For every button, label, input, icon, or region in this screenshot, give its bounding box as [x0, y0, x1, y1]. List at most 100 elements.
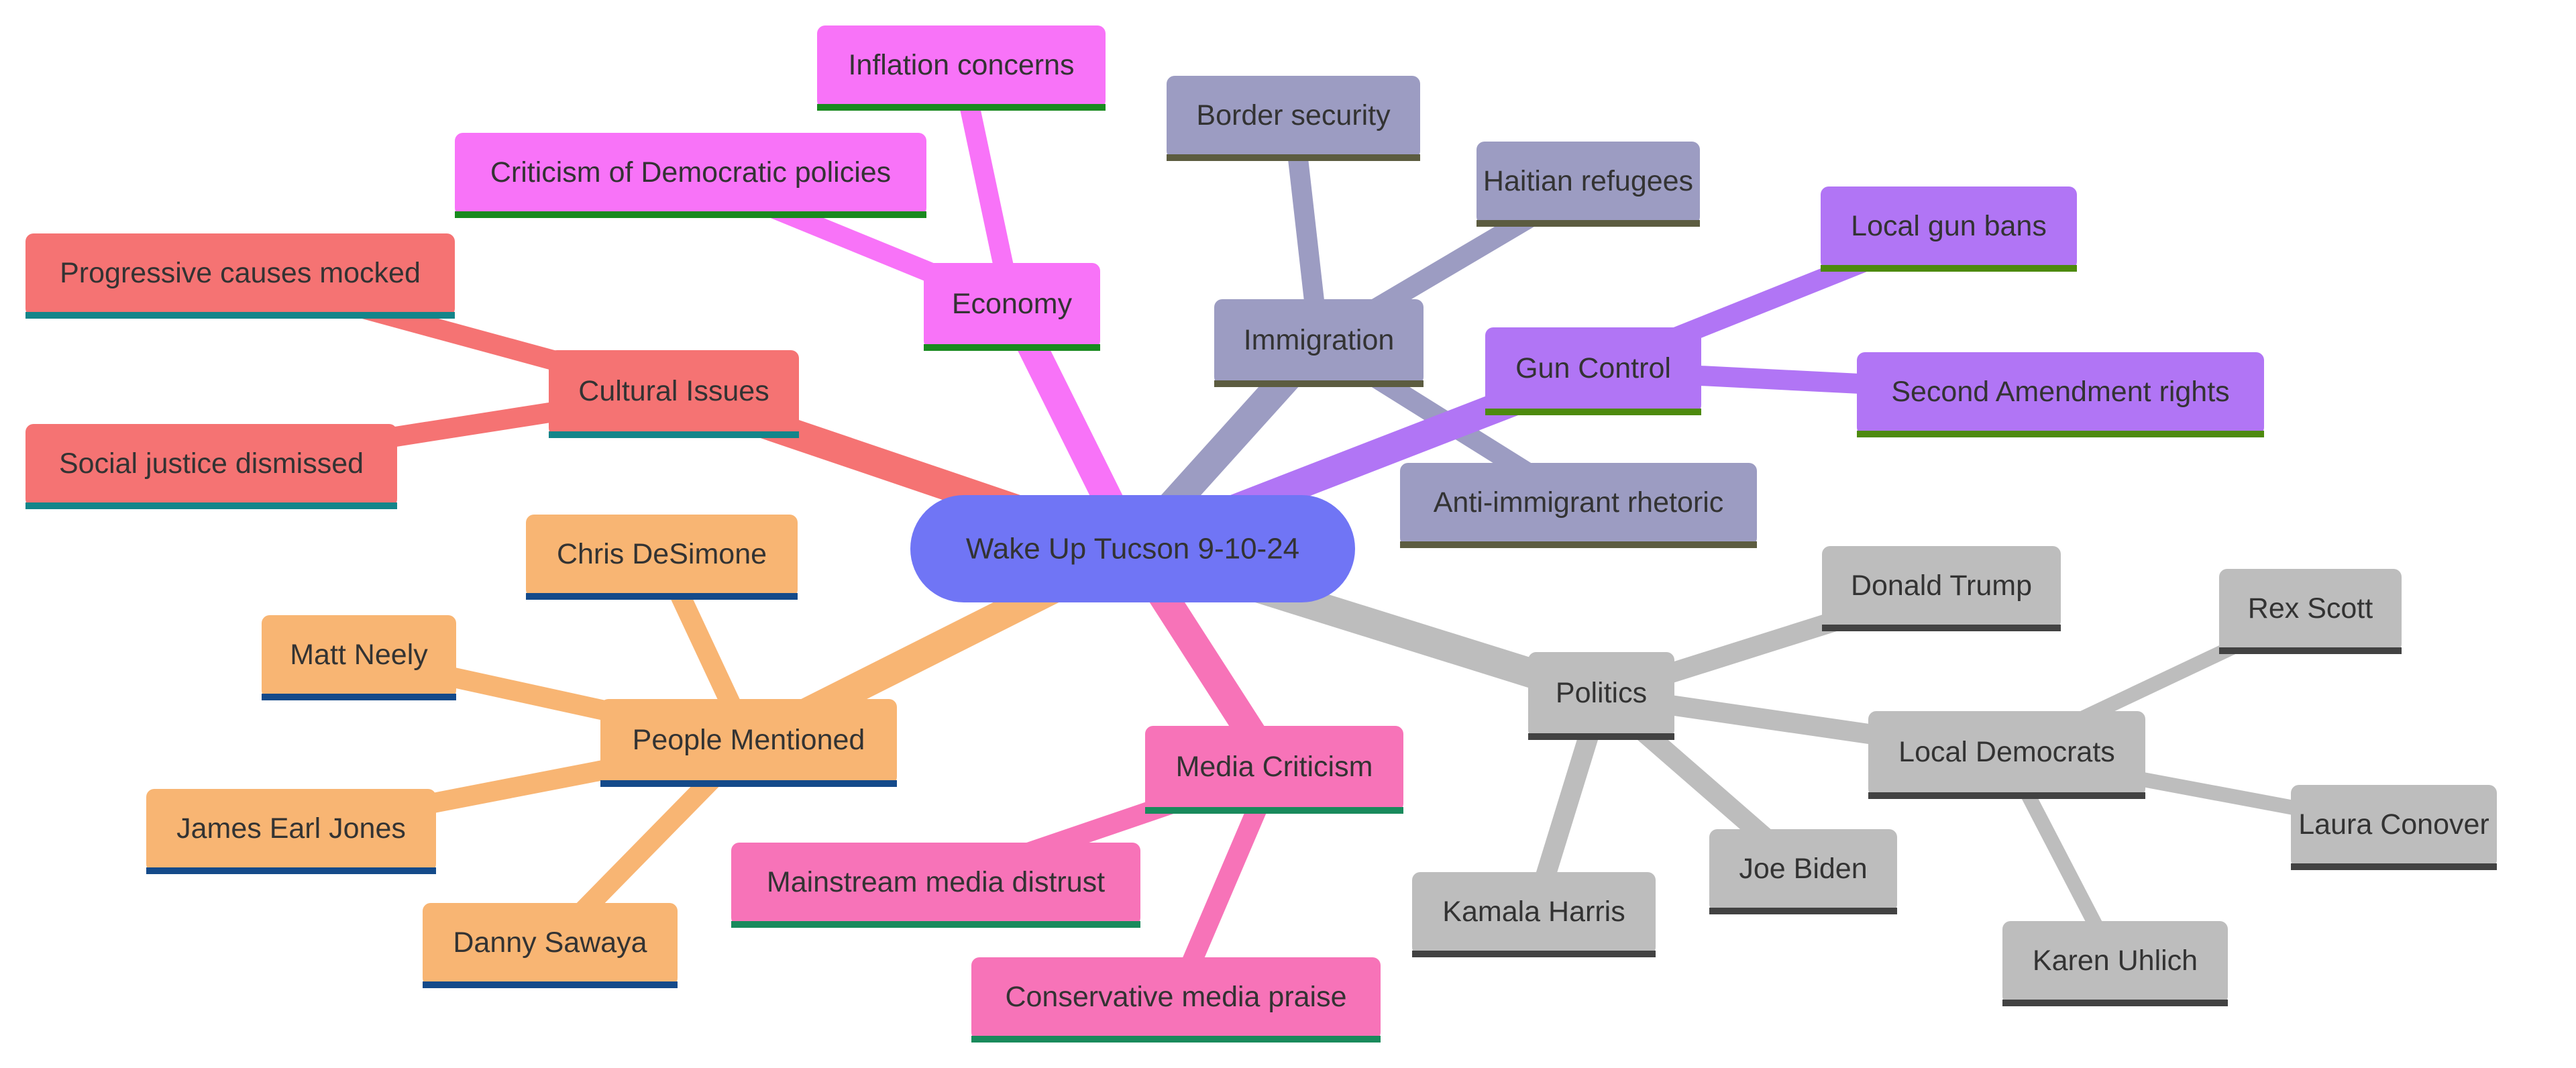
node-local-gun-bans-box	[1821, 186, 2077, 270]
node-politics[interactable]: Politics	[1528, 652, 1674, 740]
node-economy[interactable]: Economy	[924, 263, 1100, 351]
node-immigration-box	[1214, 299, 1424, 385]
node-social-justice-dismissed-box	[25, 424, 397, 507]
node-matt-neely[interactable]: Matt Neely	[262, 615, 456, 700]
node-matt-neely-label: Matt Neely	[290, 639, 428, 671]
node-local-democrats-box	[1868, 711, 2145, 797]
node-haitian-refugees-box	[1477, 142, 1700, 225]
node-james-earl-jones[interactable]: James Earl Jones	[146, 789, 436, 874]
node-border-security[interactable]: Border security	[1167, 76, 1420, 161]
node-kamala-harris-underline	[1412, 951, 1656, 957]
node-kamala-harris[interactable]: Kamala Harris	[1412, 872, 1656, 957]
node-mainstream-media-distrust-label: Mainstream media distrust	[767, 866, 1105, 898]
node-laura-conover-box	[2291, 785, 2497, 868]
node-karen-uhlich[interactable]: Karen Uhlich	[2002, 921, 2228, 1006]
node-economy-box	[924, 263, 1100, 349]
node-progressive-causes-mocked-underline	[25, 312, 455, 319]
node-immigration-underline	[1214, 380, 1424, 387]
node-second-amendment-rights-box	[1857, 352, 2264, 435]
node-people-label: People Mentioned	[633, 724, 865, 756]
node-conservative-media-praise[interactable]: Conservative media praise	[971, 957, 1381, 1043]
node-social-justice-dismissed-underline	[25, 502, 397, 509]
node-media-label: Media Criticism	[1176, 751, 1373, 783]
node-second-amendment-rights[interactable]: Second Amendment rights	[1857, 352, 2264, 437]
root-node[interactable]: Wake Up Tucson 9-10-24	[910, 495, 1355, 602]
node-inflation-concerns[interactable]: Inflation concerns	[817, 25, 1106, 111]
node-progressive-causes-mocked[interactable]: Progressive causes mocked	[25, 233, 455, 319]
node-gun-control[interactable]: Gun Control	[1485, 327, 1701, 415]
node-gun-control-underline	[1485, 409, 1701, 415]
node-danny-sawaya[interactable]: Danny Sawaya	[423, 903, 678, 988]
node-politics-label: Politics	[1556, 677, 1647, 709]
node-danny-sawaya-underline	[423, 981, 678, 988]
node-border-security-box	[1167, 76, 1420, 159]
node-local-gun-bans-label: Local gun bans	[1851, 210, 2047, 242]
node-immigration[interactable]: Immigration	[1214, 299, 1424, 387]
node-karen-uhlich-box	[2002, 921, 2228, 1004]
node-border-security-underline	[1167, 154, 1420, 161]
node-politics-underline	[1528, 733, 1674, 740]
node-anti-immigrant-rhetoric-underline	[1400, 541, 1757, 548]
root-node-box	[910, 495, 1355, 602]
node-immigration-label: Immigration	[1244, 324, 1395, 356]
node-laura-conover-label: Laura Conover	[2298, 808, 2489, 841]
node-cultural-box	[549, 350, 799, 436]
node-local-gun-bans[interactable]: Local gun bans	[1821, 186, 2077, 272]
node-kamala-harris-box	[1412, 872, 1656, 955]
node-conservative-media-praise-label: Conservative media praise	[1005, 981, 1346, 1013]
node-people-underline	[600, 780, 897, 787]
mindmap-nodes: Cultural Issues Progressive causes mocked…	[25, 25, 2497, 1043]
node-mainstream-media-distrust-underline	[731, 921, 1140, 928]
node-karen-uhlich-underline	[2002, 1000, 2228, 1006]
node-matt-neely-box	[262, 615, 456, 698]
node-rex-scott[interactable]: Rex Scott	[2219, 569, 2402, 654]
node-second-amendment-rights-underline	[1857, 431, 2264, 437]
node-local-democrats[interactable]: Local Democrats	[1868, 711, 2145, 799]
node-haitian-refugees[interactable]: Haitian refugees	[1477, 142, 1700, 227]
node-local-gun-bans-underline	[1821, 265, 2077, 272]
node-progressive-causes-mocked-box	[25, 233, 455, 317]
node-rex-scott-underline	[2219, 647, 2402, 654]
node-anti-immigrant-rhetoric[interactable]: Anti-immigrant rhetoric	[1400, 463, 1757, 548]
node-anti-immigrant-rhetoric-box	[1400, 463, 1757, 546]
node-criticism-of-democratic-policies-underline	[455, 211, 926, 218]
node-matt-neely-underline	[262, 694, 456, 700]
node-danny-sawaya-label: Danny Sawaya	[453, 926, 647, 959]
node-local-democrats-underline	[1868, 792, 2145, 799]
node-economy-label: Economy	[952, 288, 1073, 320]
node-donald-trump[interactable]: Donald Trump	[1822, 546, 2061, 631]
node-rex-scott-box	[2219, 569, 2402, 652]
node-donald-trump-box	[1822, 546, 2061, 629]
node-chris-desimone-underline	[526, 593, 798, 600]
node-cultural[interactable]: Cultural Issues	[549, 350, 799, 438]
node-rex-scott-label: Rex Scott	[2248, 592, 2373, 625]
node-social-justice-dismissed[interactable]: Social justice dismissed	[25, 424, 397, 509]
node-inflation-concerns-underline	[817, 104, 1106, 111]
node-cultural-underline	[549, 431, 799, 438]
node-media-box	[1145, 726, 1403, 812]
node-criticism-of-democratic-policies[interactable]: Criticism of Democratic policies	[455, 133, 926, 218]
node-inflation-concerns-box	[817, 25, 1106, 109]
node-mainstream-media-distrust[interactable]: Mainstream media distrust	[731, 843, 1140, 928]
node-chris-desimone-label: Chris DeSimone	[557, 538, 767, 570]
node-chris-desimone[interactable]: Chris DeSimone	[526, 515, 798, 600]
node-people[interactable]: People Mentioned	[600, 699, 897, 787]
node-chris-desimone-box	[526, 515, 798, 598]
node-people-box	[600, 699, 897, 785]
node-conservative-media-praise-underline	[971, 1036, 1381, 1043]
node-joe-biden-label: Joe Biden	[1739, 853, 1867, 885]
node-joe-biden[interactable]: Joe Biden	[1709, 829, 1897, 914]
node-donald-trump-underline	[1822, 625, 2061, 631]
node-laura-conover-underline	[2291, 863, 2497, 870]
node-cultural-label: Cultural Issues	[578, 375, 769, 407]
node-criticism-of-democratic-policies-box	[455, 133, 926, 216]
node-social-justice-dismissed-label: Social justice dismissed	[59, 447, 364, 480]
node-media[interactable]: Media Criticism	[1145, 726, 1403, 814]
node-joe-biden-underline	[1709, 908, 1897, 914]
node-progressive-causes-mocked-label: Progressive causes mocked	[60, 257, 421, 289]
node-mainstream-media-distrust-box	[731, 843, 1140, 926]
node-conservative-media-praise-box	[971, 957, 1381, 1040]
node-laura-conover[interactable]: Laura Conover	[2291, 785, 2497, 870]
node-anti-immigrant-rhetoric-label: Anti-immigrant rhetoric	[1434, 486, 1724, 519]
